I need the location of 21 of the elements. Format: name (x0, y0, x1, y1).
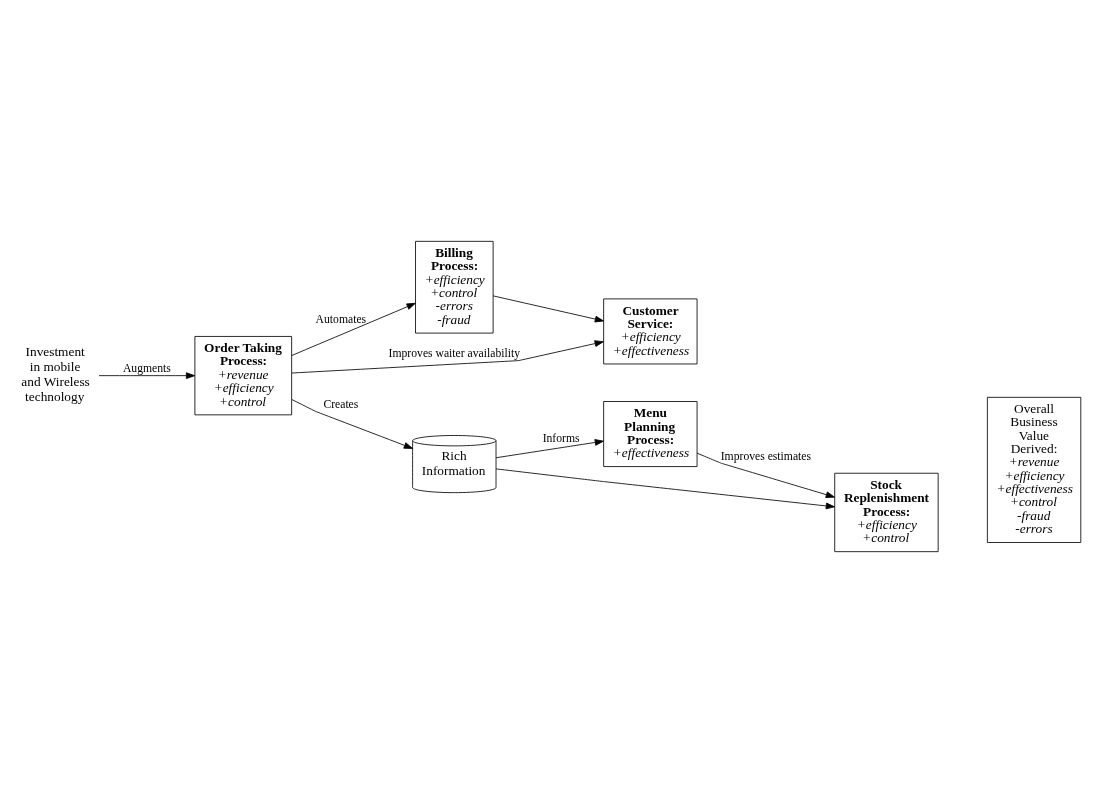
edge-label: Automates (315, 312, 367, 326)
node-text: Investment in mobile and Wireless technology (21, 343, 90, 404)
edge-label: Improves estimates (720, 449, 812, 463)
edge-label: Improves waiter availability (388, 346, 521, 360)
edge-label: Informs (542, 431, 580, 445)
arrow (495, 468, 835, 509)
arrow (291, 302, 416, 356)
edge-label: Augments (122, 361, 171, 375)
edge-label: Creates (323, 397, 359, 411)
node-box: Billing Process: +efficiency +control -errors -fraud (415, 240, 494, 333)
node-box: Customer Service: +efficiency +effectiveness (603, 298, 698, 364)
arrow (98, 371, 196, 379)
arrow (492, 295, 604, 322)
arrow (495, 438, 604, 458)
arrow (696, 452, 835, 498)
node-box: Order Taking Process: +revenue +efficiency +control (194, 335, 293, 415)
arrow (291, 398, 413, 449)
node-box: Overall Business Value Derived: +revenue +efficiency +effectiveness +control -fraud -errors (986, 396, 1082, 543)
node-box: Menu Planning Process: +effectiveness (603, 400, 698, 467)
arrow (291, 339, 604, 373)
node-box: Stock Replenishment Process: +efficiency +control (834, 472, 939, 552)
